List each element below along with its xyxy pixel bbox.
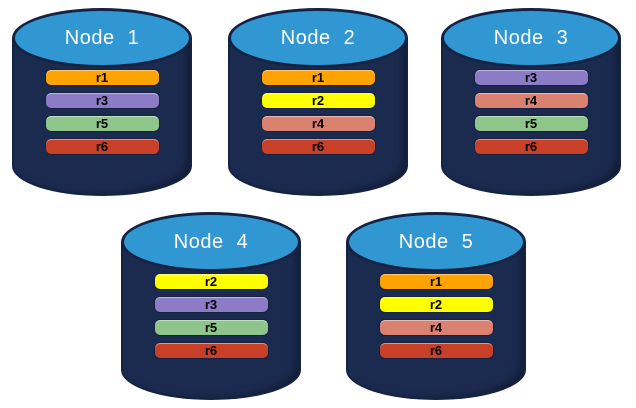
replica-bar-list: r2 r3 r5 r6 [121, 274, 301, 358]
replica-bar: r3 [154, 297, 268, 312]
replica-bar: r1 [45, 70, 159, 85]
node-label: Node 1 [64, 26, 140, 49]
node-label: Node 2 [280, 26, 356, 49]
replica-bar: r5 [474, 116, 588, 131]
replica-bar: r5 [154, 320, 268, 335]
replica-bar: r6 [379, 343, 493, 358]
replica-bar: r4 [261, 116, 375, 131]
node-label: Node 5 [398, 230, 474, 253]
replica-bar: r2 [379, 297, 493, 312]
replica-bar-list: r1 r3 r5 r6 [12, 70, 192, 154]
cylinder-top-ellipse: Node 1 [12, 8, 192, 68]
replica-bar: r1 [379, 274, 493, 289]
replica-bar: r4 [379, 320, 493, 335]
cylinder-top-ellipse: Node 4 [121, 212, 301, 272]
replica-bar: r3 [45, 93, 159, 108]
replica-bar: r6 [261, 139, 375, 154]
replica-bar: r6 [45, 139, 159, 154]
node-label: Node 4 [173, 230, 249, 253]
node-3-cylinder: Node 3 r3 r4 r5 r6 [441, 8, 621, 196]
replica-bar: r4 [474, 93, 588, 108]
cylinder-top-ellipse: Node 3 [441, 8, 621, 68]
node-2-cylinder: Node 2 r1 r2 r4 r6 [228, 8, 408, 196]
replica-bar-list: r3 r4 r5 r6 [441, 70, 621, 154]
node-4-cylinder: Node 4 r2 r3 r5 r6 [121, 212, 301, 400]
node-1-cylinder: Node 1 r1 r3 r5 r6 [12, 8, 192, 196]
replica-bar: r5 [45, 116, 159, 131]
replica-bar: r3 [474, 70, 588, 85]
cylinder-top-ellipse: Node 5 [346, 212, 526, 272]
cylinder-top-ellipse: Node 2 [228, 8, 408, 68]
replica-bar-list: r1 r2 r4 r6 [346, 274, 526, 358]
replica-bar: r6 [154, 343, 268, 358]
node-5-cylinder: Node 5 r1 r2 r4 r6 [346, 212, 526, 400]
node-label: Node 3 [493, 26, 569, 49]
replica-bar: r2 [261, 93, 375, 108]
replica-bar: r1 [261, 70, 375, 85]
replica-bar: r2 [154, 274, 268, 289]
replica-bar-list: r1 r2 r4 r6 [228, 70, 408, 154]
replica-bar: r6 [474, 139, 588, 154]
